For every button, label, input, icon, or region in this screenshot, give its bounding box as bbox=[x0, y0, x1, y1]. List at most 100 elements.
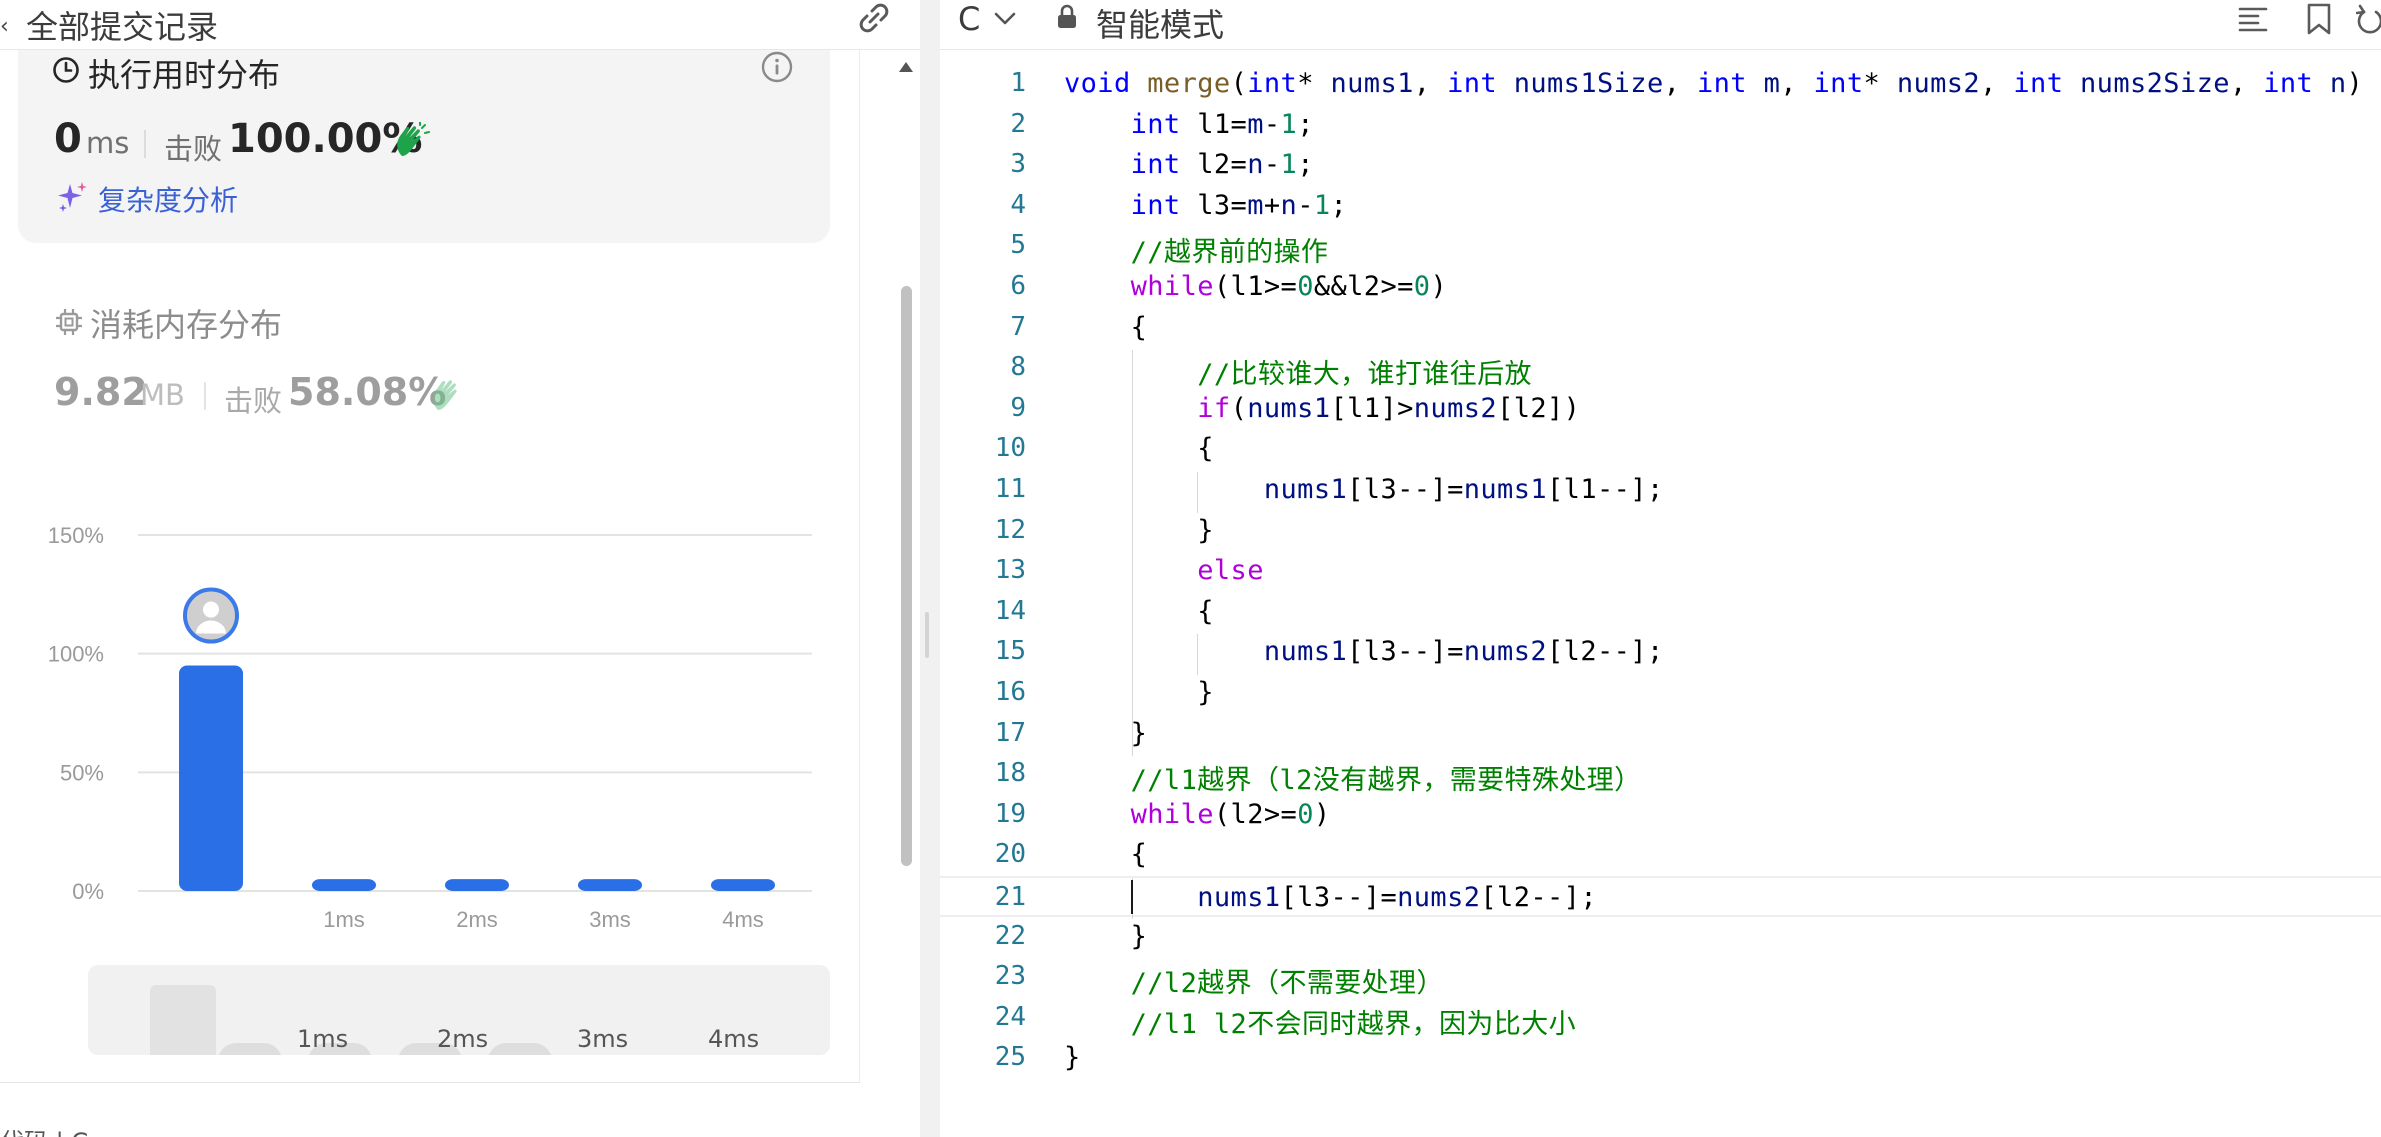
code-text: //l1越界（l2没有越界，需要特殊处理） bbox=[1130, 765, 1642, 797]
line-number: 19 bbox=[994, 798, 1026, 829]
memory-value: 9.82 bbox=[54, 370, 148, 414]
code-line[interactable]: 18 //l1越界（l2没有越界，需要特殊处理） bbox=[940, 754, 2381, 797]
language-selector[interactable]: C bbox=[958, 0, 981, 38]
line-number: 2 bbox=[1010, 108, 1026, 139]
line-number: 18 bbox=[994, 758, 1026, 789]
text-cursor bbox=[1131, 880, 1134, 914]
code-line[interactable]: 1 void merge(int* nums1, int nums1Size, i… bbox=[940, 64, 2381, 105]
line-number: 20 bbox=[994, 839, 1026, 870]
all-submissions-title[interactable]: 全部提交记录 bbox=[26, 8, 219, 46]
line-number: 6 bbox=[1010, 271, 1026, 301]
code-text: while(l2>=0) bbox=[1130, 798, 1331, 830]
code-text: int l2=n-1; bbox=[1130, 149, 1314, 181]
navigator-label: 3ms bbox=[577, 1025, 629, 1053]
line-number: 23 bbox=[994, 961, 1026, 992]
code-line[interactable]: 22 } bbox=[940, 917, 2381, 958]
code-line[interactable]: 21 nums1[l3--]=nums2[l2--]; bbox=[940, 876, 2381, 917]
code-line[interactable]: 23 //l2越界（不需要处理） bbox=[940, 957, 2381, 999]
outline-icon[interactable] bbox=[2236, 2, 2270, 36]
code-line[interactable]: 12 } bbox=[940, 511, 2381, 552]
line-number: 1 bbox=[1010, 68, 1026, 98]
panel-resizer[interactable] bbox=[920, 0, 940, 1137]
code-line[interactable]: 7 { bbox=[940, 308, 2381, 349]
line-number: 15 bbox=[994, 636, 1026, 667]
smart-mode-label[interactable]: 智能模式 bbox=[1096, 6, 1225, 44]
line-number: 4 bbox=[1010, 189, 1026, 220]
code-line[interactable]: 17 } bbox=[940, 714, 2381, 755]
line-number: 5 bbox=[1010, 230, 1026, 261]
bookmark-icon[interactable] bbox=[2302, 2, 2336, 36]
scrollbar-thumb[interactable] bbox=[901, 286, 912, 866]
avatar-icon bbox=[183, 587, 239, 644]
code-line[interactable]: 10 { bbox=[940, 429, 2381, 470]
line-number: 3 bbox=[1010, 149, 1026, 180]
code-line[interactable]: 2 int l1=m-1; bbox=[940, 105, 2381, 146]
code-text: void merge(int* nums1, int nums1Size, in… bbox=[1064, 68, 2381, 99]
y-tick-label: 0% bbox=[72, 879, 104, 904]
back-chevron-icon[interactable]: ‹ bbox=[0, 14, 9, 39]
bar[interactable] bbox=[711, 879, 775, 891]
divider bbox=[144, 130, 146, 158]
indent-guide bbox=[1197, 634, 1199, 675]
code-line[interactable]: 9 if(nums1[l1]>nums2[l2]) bbox=[940, 389, 2381, 430]
divider bbox=[204, 382, 206, 410]
code-line[interactable]: 6 while(l1>=0&&l2>=0) bbox=[940, 267, 2381, 308]
navigator-selection[interactable] bbox=[150, 985, 216, 1055]
code-line[interactable]: 11 nums1[l3--]=nums1[l1--]; bbox=[940, 470, 2381, 511]
chevron-down-icon[interactable] bbox=[992, 8, 1018, 28]
memory-unit: MB bbox=[140, 378, 185, 412]
runtime-card: 执行用时分布 0 ms 击败 100.00% 复杂度分析 bbox=[18, 50, 830, 243]
link-icon[interactable] bbox=[852, 0, 896, 36]
code-text: { bbox=[1064, 311, 1148, 343]
info-icon[interactable] bbox=[760, 50, 794, 84]
code-line[interactable]: 8 //比较谁大，谁打谁往后放 bbox=[940, 348, 2381, 391]
code-line[interactable]: 13 else bbox=[940, 551, 2381, 592]
navigator-bar bbox=[488, 1043, 552, 1055]
bar[interactable] bbox=[578, 879, 642, 891]
lock-icon bbox=[1058, 4, 1076, 28]
code-text: nums1[l3--]=nums1[l1--]; bbox=[1263, 474, 1664, 505]
indent-guide bbox=[1197, 472, 1199, 513]
code-line[interactable]: 25} bbox=[940, 1038, 2381, 1079]
code-line[interactable]: 19 while(l2>=0) bbox=[940, 795, 2381, 836]
bar[interactable] bbox=[312, 879, 376, 891]
x-tick-label: 3ms bbox=[589, 907, 631, 932]
code-line[interactable]: 16 } bbox=[940, 673, 2381, 714]
x-tick-label: 2ms bbox=[456, 907, 498, 932]
code-text: } bbox=[1064, 920, 1148, 952]
code-text: //比较谁大，谁打谁往后放 bbox=[1197, 359, 1532, 391]
line-number: 22 bbox=[994, 920, 1026, 951]
submission-detail-panel: ‹ 全部提交记录 执行用时分布 0 ms 击败 100.00% bbox=[0, 0, 920, 1137]
navigator-label: 4ms bbox=[708, 1025, 760, 1053]
code-line[interactable]: 5 //越界前的操作 bbox=[940, 226, 2381, 268]
memory-beat-percent: 58.08% bbox=[288, 370, 447, 414]
scroll-up-arrow[interactable] bbox=[899, 62, 913, 72]
code-line[interactable]: 24 //l1 l2不会同时越界，因为比大小 bbox=[940, 998, 2381, 1040]
bar[interactable] bbox=[445, 879, 509, 891]
code-line[interactable]: 15 nums1[l3--]=nums2[l2--]; bbox=[940, 632, 2381, 673]
code-text: { bbox=[1064, 839, 1148, 871]
line-number: 11 bbox=[994, 474, 1026, 504]
complexity-analysis-link[interactable]: 复杂度分析 bbox=[98, 184, 239, 217]
code-text: } bbox=[1064, 514, 1214, 546]
code-line[interactable]: 14 { bbox=[940, 592, 2381, 633]
x-tick-label: 1ms bbox=[323, 907, 365, 932]
runtime-beat-label: 击败 bbox=[164, 132, 223, 166]
code-text: } bbox=[1064, 677, 1214, 708]
navigator-bar bbox=[308, 1043, 372, 1055]
x-tick-label: 4ms bbox=[722, 907, 764, 932]
code-line[interactable]: 4 int l3=m+n-1; bbox=[940, 186, 2381, 227]
runtime-title: 执行用时分布 bbox=[88, 56, 281, 94]
line-number: 12 bbox=[994, 514, 1026, 545]
chart-navigator[interactable]: 1ms 2ms 3ms 4ms bbox=[88, 965, 830, 1055]
resize-grip[interactable] bbox=[925, 612, 929, 658]
code-line[interactable]: 20 { bbox=[940, 835, 2381, 876]
code-line[interactable]: 3 int l2=n-1; bbox=[940, 145, 2381, 186]
line-number: 24 bbox=[994, 1001, 1026, 1032]
line-number: 10 bbox=[994, 433, 1026, 464]
memory-title: 消耗内存分布 bbox=[90, 306, 283, 344]
bar[interactable] bbox=[179, 665, 243, 891]
reset-icon[interactable] bbox=[2356, 2, 2381, 36]
code-text: nums1[l3--]=nums2[l2--]; bbox=[1197, 882, 1597, 913]
